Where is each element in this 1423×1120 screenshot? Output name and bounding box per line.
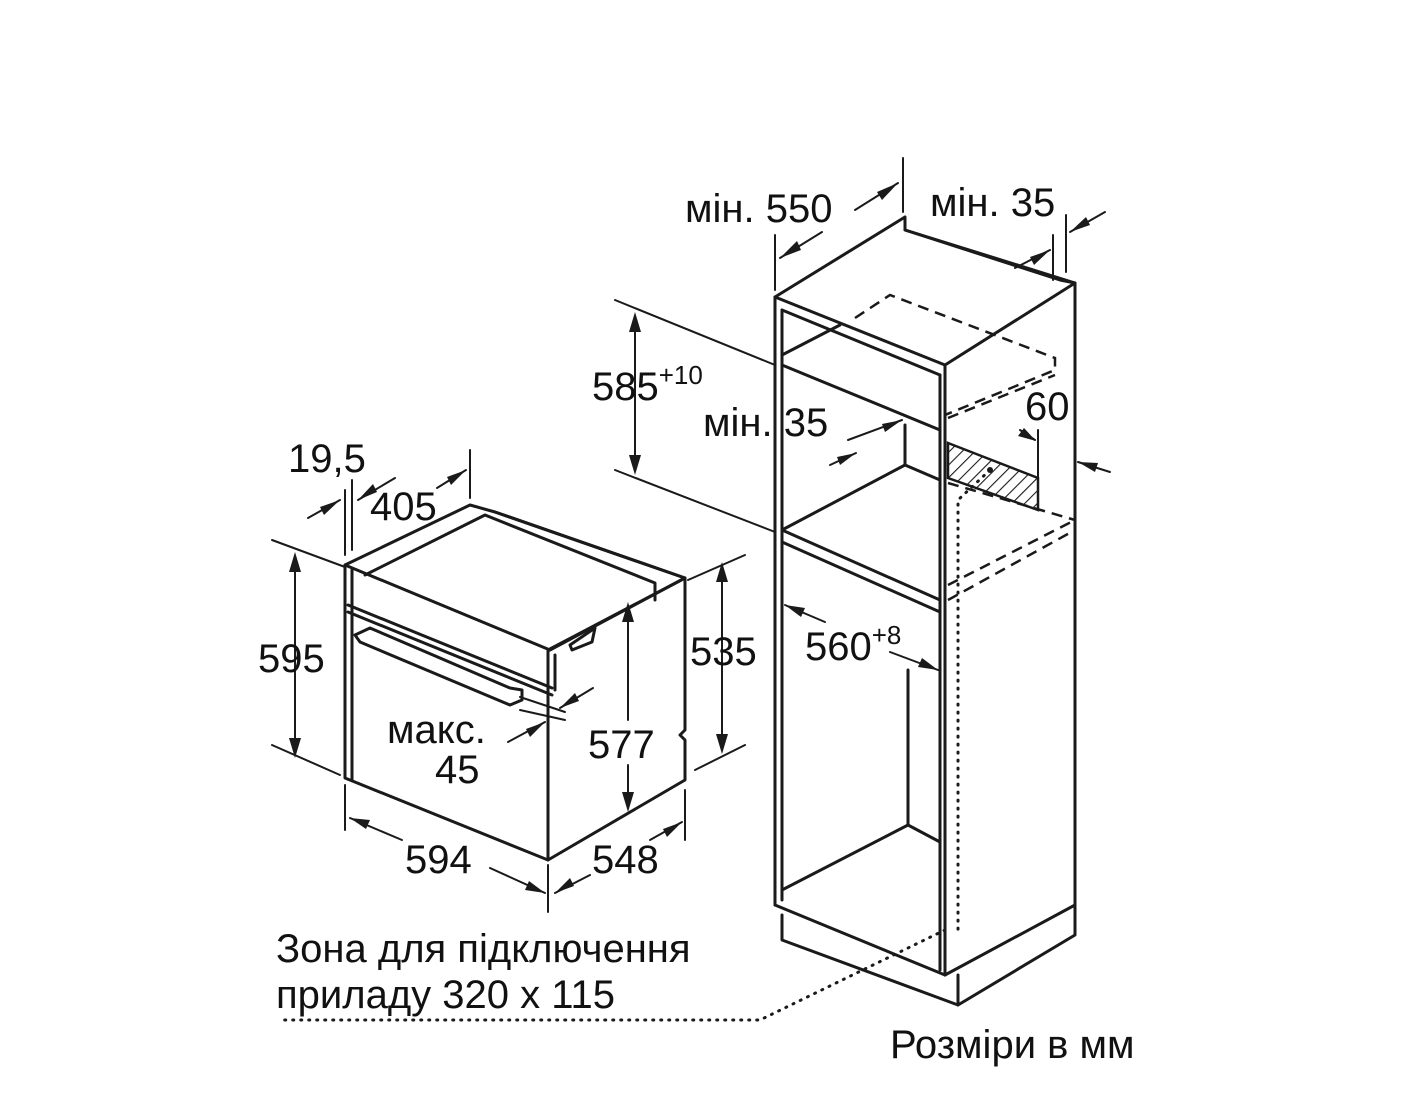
label-zone-line1: Зона для підключення (276, 927, 691, 971)
label-548: 548 (592, 838, 659, 882)
label-max: макс. (387, 708, 486, 752)
label-min35-top: мін. 35 (930, 181, 1055, 225)
label-594: 594 (405, 838, 472, 882)
label-585: 585+10 (592, 360, 703, 409)
label-560: 560+8 (805, 620, 901, 669)
label-zone-line2: приладу 320 x 115 (276, 973, 615, 1017)
label-595: 595 (258, 637, 325, 681)
label-max-value: 45 (435, 748, 480, 792)
label-535: 535 (690, 630, 757, 674)
dimension-lines (271, 157, 1111, 913)
label-577: 577 (588, 723, 655, 767)
label-min550: мін. 550 (685, 187, 832, 231)
label-min35-mid: мін. 35 (703, 401, 828, 445)
label-units-note: Розміри в мм (890, 1023, 1135, 1067)
label-405: 405 (370, 485, 437, 529)
label-19-5: 19,5 (288, 437, 366, 481)
label-60: 60 (1025, 385, 1070, 429)
oven-drawing (343, 503, 687, 862)
cabinet-drawing (280, 215, 1077, 1022)
